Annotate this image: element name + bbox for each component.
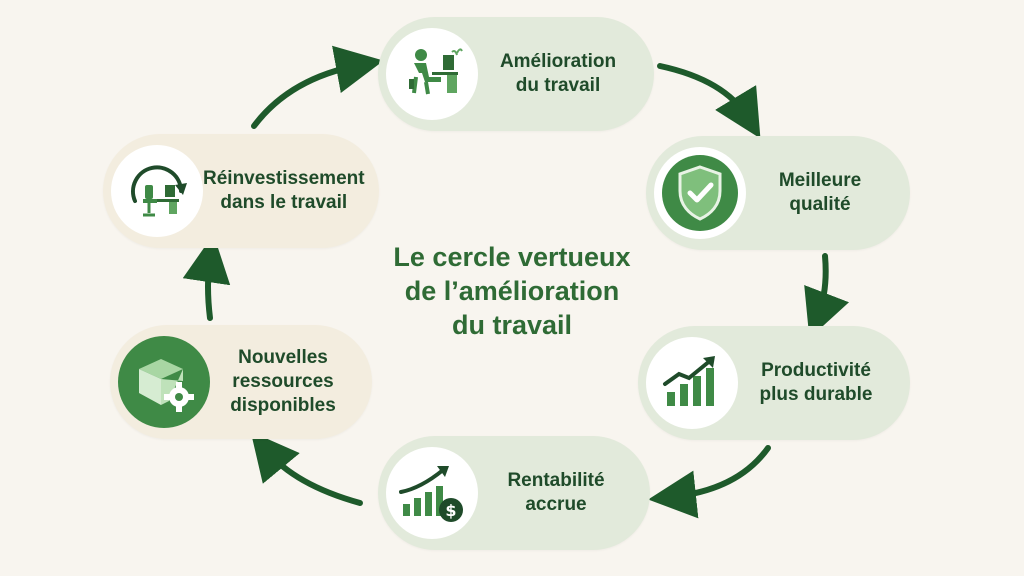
revenue-chart-dollar-icon: $ — [386, 447, 478, 539]
step-label-line: Nouvelles — [238, 347, 328, 368]
step-label-line: qualité — [789, 194, 851, 215]
reinvest-desk-icon — [111, 145, 203, 237]
step-label-line: plus durable — [759, 384, 873, 405]
diagram-title: Le cercle vertueux de l’amélioration du … — [352, 240, 672, 342]
title-line: Le cercle vertueux — [393, 242, 631, 272]
box-gear-icon — [118, 336, 210, 428]
arrow-step6-to-step1 — [251, 45, 384, 129]
step-nouvelles-ressources-disponibles: Nouvelles ressources disponibles — [110, 325, 372, 439]
arrow-step3-to-step4 — [648, 445, 771, 519]
step-label-line: Productivité — [761, 360, 871, 381]
step-label-line: Rentabilité — [507, 470, 605, 491]
step-label-line: Réinvestissement — [203, 168, 365, 189]
growth-bar-chart-icon — [646, 337, 738, 429]
step-label-line: dans le travail — [220, 192, 348, 213]
shield-check-icon — [654, 147, 746, 239]
arrow-step4-to-step5 — [250, 431, 363, 506]
svg-text:$: $ — [445, 501, 456, 520]
step-label-line: ressources — [232, 371, 334, 392]
step-label-line: du travail — [515, 75, 601, 96]
arrow-step1-to-step2 — [657, 63, 761, 139]
step-amelioration-du-travail: Amélioration du travail — [378, 17, 654, 131]
step-label-line: accrue — [525, 494, 587, 515]
step-label-line: disponibles — [230, 395, 336, 416]
arrow-step2-to-step3 — [804, 253, 850, 339]
step-label-line: Amélioration — [499, 51, 617, 72]
title-line: de l’amélioration — [404, 276, 620, 306]
step-label-line: Meilleure — [778, 170, 862, 191]
title-line: du travail — [451, 310, 573, 340]
step-meilleure-qualite: Meilleure qualité — [646, 136, 910, 250]
arrow-step5-to-step6 — [182, 234, 231, 321]
step-reinvestissement-dans-le-travail: Réinvestissement dans le travail — [103, 134, 379, 248]
step-productivite-plus-durable: Productivité plus durable — [638, 326, 910, 440]
person-at-desk-icon — [386, 28, 478, 120]
step-rentabilite-accrue: $ Rentabilité accrue — [378, 436, 650, 550]
